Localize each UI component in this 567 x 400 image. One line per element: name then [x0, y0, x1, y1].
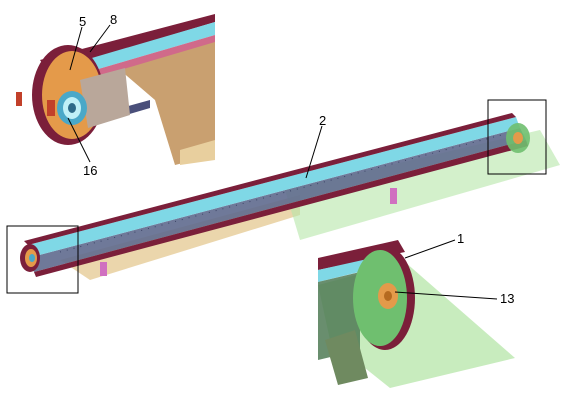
conveyor-main-assembly [20, 113, 560, 280]
detail-clip [16, 92, 22, 106]
detail-gear-box [80, 68, 130, 128]
leader-8 [89, 24, 111, 53]
leader-2 [305, 125, 323, 179]
detail-belt-cyan [85, 22, 215, 70]
bracket-foot [180, 140, 215, 165]
label-13: 13 [500, 291, 515, 306]
leader-13 [394, 291, 498, 300]
detail2-mount-bracket [325, 330, 368, 385]
detail-belt-pink [95, 35, 215, 76]
mount-clip-right [390, 188, 397, 204]
belt-bottom-edge [34, 140, 528, 277]
belt-cyan-stripe [28, 117, 520, 258]
label-8: 8 [110, 12, 118, 27]
label-2: 2 [319, 113, 327, 128]
detail-frame-right [487, 99, 547, 175]
detail-right-end [318, 240, 515, 388]
leader-16 [67, 117, 91, 163]
detail-bracket-clip [47, 100, 55, 116]
belt-rail [28, 128, 526, 272]
label-16: 16 [83, 163, 98, 178]
end-guard-right [285, 130, 560, 240]
mount-clip-left [100, 262, 107, 276]
right-shaft-hub [513, 132, 523, 144]
belt-top-edge [24, 113, 516, 245]
left-shaft-bore [29, 254, 35, 262]
detail-frame-left [6, 225, 79, 294]
label-1: 1 [457, 231, 465, 246]
detail-left-end [16, 14, 215, 165]
detail-shaft-bore [68, 103, 76, 113]
detail-bracket [120, 40, 215, 165]
detail2-hub-bore [384, 291, 392, 301]
label-5: 5 [79, 14, 87, 29]
leader-1 [404, 239, 456, 259]
leader-5 [69, 26, 83, 71]
